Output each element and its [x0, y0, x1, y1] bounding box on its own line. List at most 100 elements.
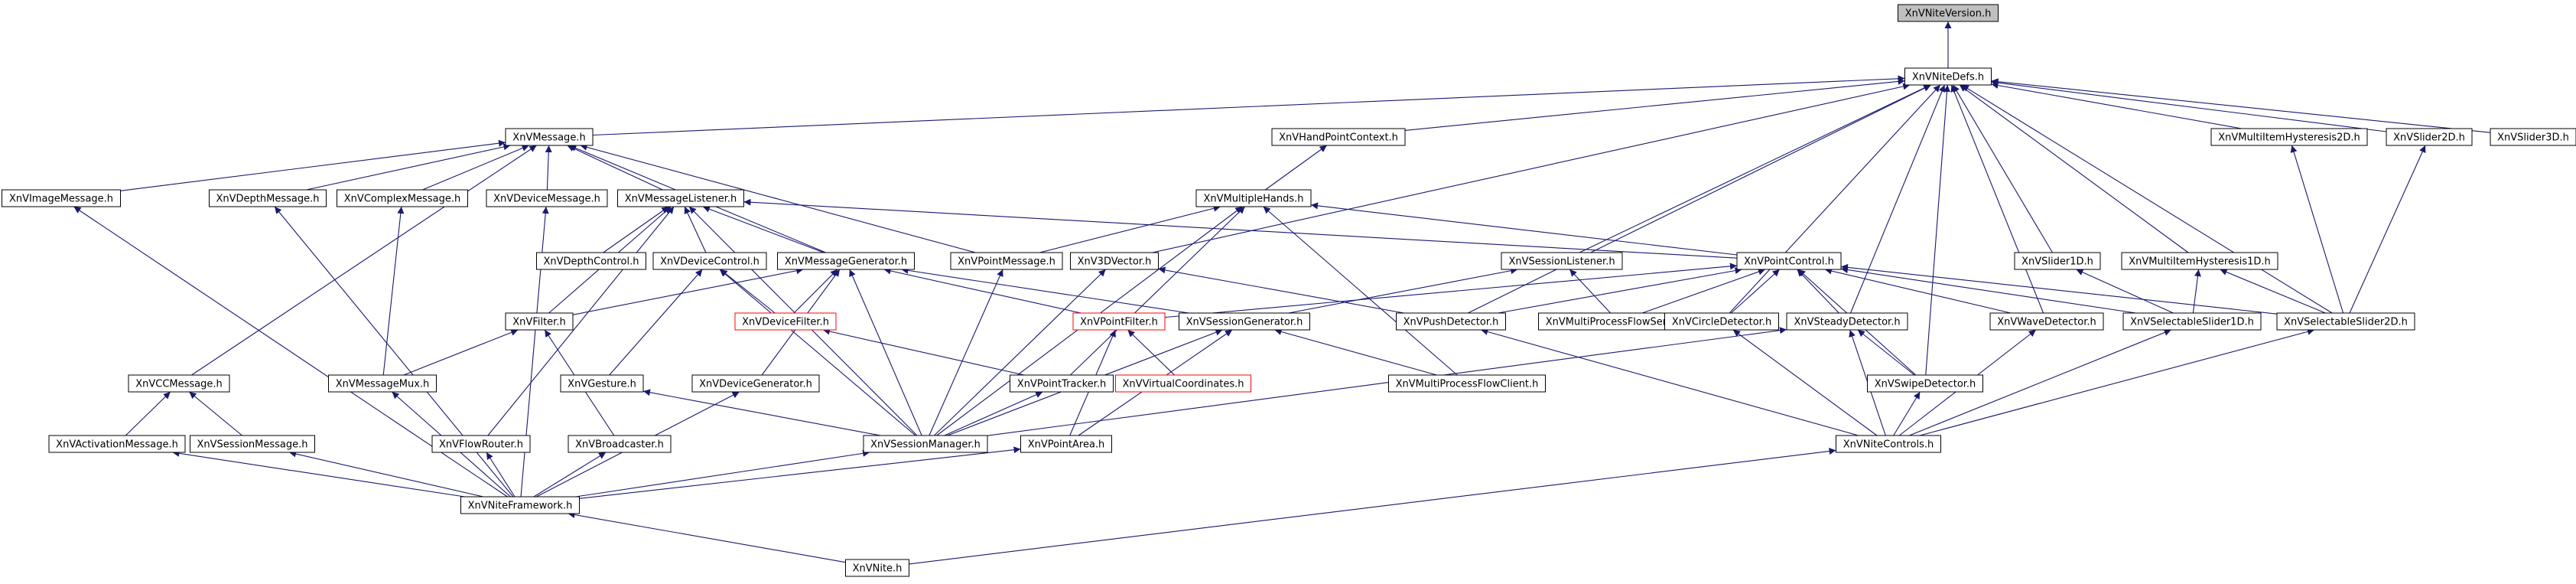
node-box [48, 435, 186, 453]
node-XnVMessage[interactable]: XnVMessage.h [505, 128, 594, 146]
node-label: XnVMessageListener.h [625, 194, 737, 205]
node-label: XnVMultipleHands.h [1203, 194, 1303, 205]
node-XnVActivationMessage[interactable]: XnVActivationMessage.h [48, 435, 186, 453]
node-XnVMultiProcessFlowClient[interactable]: XnVMultiProcessFlowClient.h [1388, 374, 1546, 393]
node-XnVCCMessage[interactable]: XnVCCMessage.h [128, 374, 230, 393]
node-XnVSteadyDetector[interactable]: XnVSteadyDetector.h [1786, 312, 1908, 331]
node-XnVDepthMessage[interactable]: XnVDepthMessage.h [209, 189, 327, 207]
node-XnVDeviceMessage[interactable]: XnVDeviceMessage.h [486, 189, 608, 207]
node-label: XnVSlider2D.h [2393, 132, 2465, 144]
node-XnVSelectableSlider1D[interactable]: XnVSelectableSlider1D.h [2122, 312, 2262, 331]
edge-XnVNiteDefs-XnVWaveDetector [1950, 84, 2044, 314]
node-label: XnVDeviceGenerator.h [699, 379, 812, 390]
node-XnVNiteDefs[interactable]: XnVNiteDefs.h [1904, 67, 1992, 86]
node-XnVPointArea[interactable]: XnVPointArea.h [1020, 435, 1112, 453]
edge-XnVMessage-XnVPointMessage [580, 144, 976, 253]
node-XnVGesture[interactable]: XnVGesture.h [560, 374, 644, 393]
node-XnVSlider3D[interactable]: XnVSlider3D.h [2490, 128, 2576, 146]
node-XnVNiteVersion: XnVNiteVersion.h [1898, 4, 1999, 22]
node-label: XnVMessage.h [512, 132, 585, 144]
node-XnVPointFilter[interactable]: XnVPointFilter.h [1072, 312, 1166, 331]
node-label: XnVPointFilter.h [1080, 317, 1158, 328]
node-XnVSwipeDetector[interactable]: XnVSwipeDetector.h [1867, 374, 1983, 393]
node-box [568, 435, 672, 453]
edge-XnVPointControl-XnVWaveDetector [1824, 267, 2012, 314]
node-XnVDeviceControl[interactable]: XnVDeviceControl.h [652, 252, 767, 270]
node-XnVSelectableSlider2D[interactable]: XnVSelectableSlider2D.h [2276, 312, 2415, 331]
edge-XnVNiteDefs-XnVMultiItemHysteresis2D [1991, 82, 2242, 129]
node-XnVMultiItemHysteresis2D[interactable]: XnVMultiItemHysteresis2D.h [2210, 128, 2368, 146]
node-XnVNite[interactable]: XnVNite.h [845, 559, 909, 577]
node-XnVMessageMux[interactable]: XnVMessageMux.h [328, 374, 437, 393]
node-label: XnVSwipeDetector.h [1875, 379, 1976, 390]
node-XnVMessageGenerator[interactable]: XnVMessageGenerator.h [777, 252, 915, 270]
edge-XnVPointControl-XnVSelectableSlider2D [1840, 263, 2278, 315]
node-XnVPointTracker[interactable]: XnVPointTracker.h [1010, 374, 1114, 393]
node-XnVMultipleHands[interactable]: XnVMultipleHands.h [1195, 189, 1312, 207]
node-XnV3DVector[interactable]: XnV3DVector.h [1070, 252, 1159, 270]
node-label: XnVImageMessage.h [9, 194, 113, 205]
node-label: XnVPointMessage.h [958, 256, 1055, 268]
node-box [1898, 4, 1999, 22]
node-XnVPointMessage[interactable]: XnVPointMessage.h [950, 252, 1063, 270]
node-XnVVirtualCoordinates[interactable]: XnVVirtualCoordinates.h [1115, 374, 1251, 393]
node-XnVMessageListener[interactable]: XnVMessageListener.h [617, 189, 744, 207]
node-XnVFilter[interactable]: XnVFilter.h [505, 312, 574, 331]
node-label: XnVDeviceControl.h [660, 256, 759, 268]
node-XnVPushDetector[interactable]: XnVPushDetector.h [1396, 312, 1506, 331]
node-XnVDeviceFilter[interactable]: XnVDeviceFilter.h [734, 312, 837, 331]
node-XnVNiteFramework[interactable]: XnVNiteFramework.h [460, 496, 580, 514]
edge-XnVMessageListener-XnVDeviceControl [684, 206, 707, 253]
node-XnVHandPointContext[interactable]: XnVHandPointContext.h [1271, 128, 1406, 146]
edge-XnVNiteDefs-XnVSteadyDetector [1849, 84, 1946, 314]
node-XnVMultiItemHysteresis1D[interactable]: XnVMultiItemHysteresis1D.h [2121, 252, 2278, 270]
node-label: XnVHandPointContext.h [1279, 132, 1398, 144]
node-XnVSessionMessage[interactable]: XnVSessionMessage.h [190, 435, 315, 453]
node-box [505, 312, 574, 331]
node-box [1736, 252, 1842, 270]
node-label: XnVActivationMessage.h [56, 439, 178, 451]
node-XnVSlider2D[interactable]: XnVSlider2D.h [2386, 128, 2473, 146]
edge-XnVCCMessage-XnVSessionMessage [189, 391, 242, 436]
node-label: XnVMultiItemHysteresis2D.h [2218, 132, 2360, 144]
node-box [560, 374, 644, 393]
node-label: XnVBroadcaster.h [575, 439, 664, 451]
node-label: XnVPointControl.h [1744, 256, 1834, 268]
node-box [2276, 312, 2415, 331]
node-XnVBroadcaster[interactable]: XnVBroadcaster.h [568, 435, 672, 453]
node-label: XnVSelectableSlider1D.h [2130, 317, 2254, 328]
node-XnVImageMessage[interactable]: XnVImageMessage.h [2, 189, 121, 207]
node-label: XnVSlider3D.h [2497, 132, 2569, 144]
node-box [1070, 252, 1159, 270]
node-label: XnVMultiProcessFlowClient.h [1396, 379, 1539, 390]
node-XnVSessionListener[interactable]: XnVSessionListener.h [1501, 252, 1623, 270]
node-box [1501, 252, 1623, 270]
node-XnVCircleDetector[interactable]: XnVCircleDetector.h [1664, 312, 1779, 331]
edge-XnVSessionMessage-XnVNiteFramework [288, 450, 484, 498]
node-XnVDepthControl[interactable]: XnVDepthControl.h [536, 252, 646, 270]
node-XnVSessionGenerator[interactable]: XnVSessionGenerator.h [1179, 312, 1310, 331]
node-box [1989, 312, 2104, 331]
edge-XnVDeviceControl-XnVGesture [609, 269, 703, 376]
node-XnVFlowRouter[interactable]: XnVFlowRouter.h [431, 435, 531, 453]
node-XnVWaveDetector[interactable]: XnVWaveDetector.h [1989, 312, 2104, 331]
node-box [2, 189, 121, 207]
node-label: XnVSessionMessage.h [197, 439, 308, 451]
node-XnVMultiProcessFlowServer[interactable]: XnVMultiProcessFlowServer.h [1538, 312, 1699, 331]
node-XnVDeviceGenerator[interactable]: XnVDeviceGenerator.h [691, 374, 820, 393]
edge-XnVMessage-XnVImageMessage [120, 139, 506, 191]
node-box [2014, 252, 2101, 270]
node-XnVComplexMessage[interactable]: XnVComplexMessage.h [337, 189, 468, 207]
node-box [1072, 312, 1166, 331]
node-label: XnVComplexMessage.h [344, 194, 460, 205]
node-label: XnVNiteVersion.h [1905, 8, 1992, 20]
node-box [691, 374, 820, 393]
node-box [536, 252, 646, 270]
node-XnVSlider1D[interactable]: XnVSlider1D.h [2014, 252, 2101, 270]
node-box [1195, 189, 1312, 207]
edge-XnVSlider1D-XnVSelectableSlider1D [2076, 269, 2174, 314]
node-XnVSessionManager[interactable]: XnVSessionManager.h [863, 435, 988, 453]
node-XnVNiteControls[interactable]: XnVNiteControls.h [1836, 435, 1941, 453]
edge-XnV3DVector-XnVPushDetector [1158, 266, 1404, 314]
node-XnVPointControl[interactable]: XnVPointControl.h [1736, 252, 1842, 270]
